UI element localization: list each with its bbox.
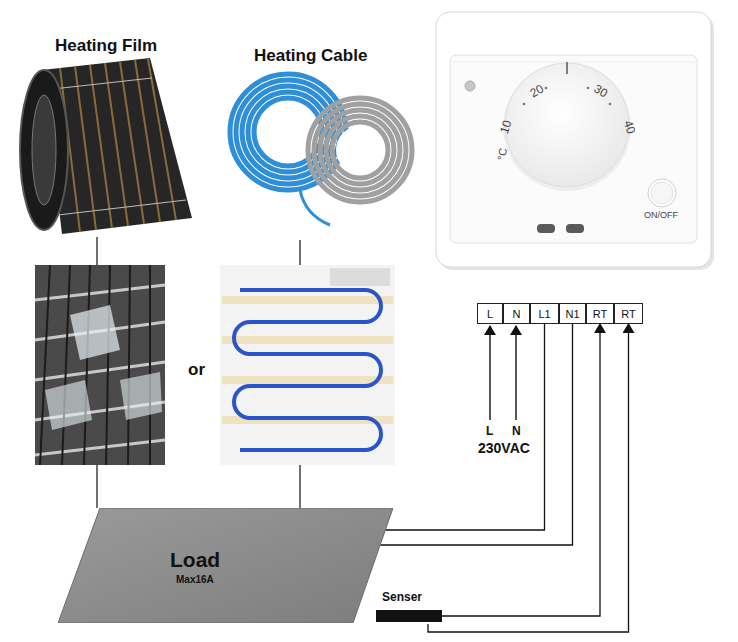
drawing-part (651, 182, 673, 204)
text-label: ON/OFF (644, 210, 678, 220)
film-panel: Heating Film (18, 30, 193, 237)
load-parallelogram (58, 508, 393, 623)
terminal-label: L1 (538, 308, 550, 320)
wire-connector (442, 324, 600, 616)
supply-arrow (490, 326, 516, 420)
node-title: Heating Cable (254, 46, 367, 66)
drawing-part (58, 200, 186, 215)
drawing-part (35, 285, 165, 300)
drawing-part (489, 326, 490, 420)
node-title: Senser (382, 590, 422, 604)
drawing-part (222, 296, 393, 304)
drawing-part (222, 376, 393, 384)
terminal-label: RT (593, 308, 607, 320)
drawing-part (234, 290, 381, 450)
drawing-part (120, 62, 144, 224)
drawing-part (299, 240, 300, 265)
drawing-part (222, 296, 393, 424)
drawing-part (149, 265, 151, 465)
drawing-part (220, 265, 395, 465)
node-subtitle: Max16A (176, 574, 214, 585)
drawing-part (32, 95, 56, 205)
wire-connector (428, 324, 629, 632)
thermostat-device (436, 12, 714, 270)
sensor-probe (376, 610, 442, 622)
drawing-part (609, 103, 612, 106)
terminal-label: N1 (565, 308, 579, 320)
drawing-part (20, 70, 68, 230)
drawing-part (450, 55, 697, 243)
terminal-box: L (477, 303, 503, 324)
load-shape (58, 508, 393, 623)
drawing-part (35, 440, 165, 455)
drawing-part (96, 237, 97, 265)
drawing-part (135, 60, 160, 222)
drawing-part (70, 305, 120, 360)
joining-wire (97, 237, 300, 508)
drawing-part (308, 98, 412, 202)
drawing-part (40, 265, 50, 465)
text-label: or (188, 360, 205, 380)
drawing-part (308, 98, 412, 202)
drawing-part (45, 380, 92, 430)
drawing-part (566, 224, 584, 233)
drawing-part (545, 87, 548, 90)
drawing-part (450, 62, 697, 63)
drawing-part (314, 104, 406, 196)
node-title: Heating Film (55, 36, 157, 56)
terminal-box: N1 (559, 303, 586, 324)
drawing-part (332, 122, 388, 178)
drawing-part (515, 326, 516, 420)
sensor-block: Senser (376, 590, 442, 624)
drawing-part (120, 372, 162, 420)
heating-film-photo (20, 58, 192, 234)
drawing-part (62, 265, 70, 465)
drawing-part (648, 179, 676, 207)
drawing-part (505, 63, 629, 187)
drawing-part (96, 465, 97, 508)
cable-panel: Heating Cable (228, 40, 412, 240)
drawing-part (523, 103, 526, 106)
heating-cable-photo (230, 74, 412, 225)
terminal-label: L (487, 308, 493, 320)
terminal-box: RT (586, 303, 614, 324)
drawing-part (566, 62, 568, 74)
wire-connector (385, 324, 544, 530)
drawing-part (537, 224, 555, 233)
drawing-part (106, 265, 110, 465)
text-label: N (512, 424, 521, 438)
terminal-label: RT (621, 308, 635, 320)
drawing-part (84, 265, 90, 465)
drawing-part (60, 59, 176, 232)
drawing-part (300, 190, 330, 225)
drawing-part (320, 110, 400, 190)
drawing-part (330, 268, 390, 286)
drawing-part (299, 465, 300, 508)
terminal-box: L1 (530, 303, 559, 324)
text-label: L (486, 424, 493, 438)
terminal-label: N (513, 308, 521, 320)
text-label: °C (495, 147, 509, 161)
drawing-part (336, 126, 384, 174)
drawing-part (128, 265, 130, 465)
drawing-part (465, 81, 475, 91)
drawing-part (35, 265, 165, 465)
drawing-part (436, 12, 711, 267)
drawing-part (222, 336, 393, 344)
cable-mat-photo (220, 265, 395, 465)
film-floor-photo (35, 265, 165, 465)
drawing-part (587, 87, 590, 90)
terminal-box: RT (614, 303, 643, 324)
drawing-part (40, 265, 150, 465)
wire-connector (380, 324, 572, 545)
drawing-part (148, 59, 176, 220)
terminal-box: N (503, 303, 530, 324)
drawing-part (503, 63, 631, 191)
drawing-part (35, 285, 165, 455)
node-title: Load (170, 548, 220, 572)
drawing-part (326, 116, 394, 184)
text-label: 230VAC (478, 440, 530, 456)
load-block: LoadMax16A (58, 508, 393, 623)
